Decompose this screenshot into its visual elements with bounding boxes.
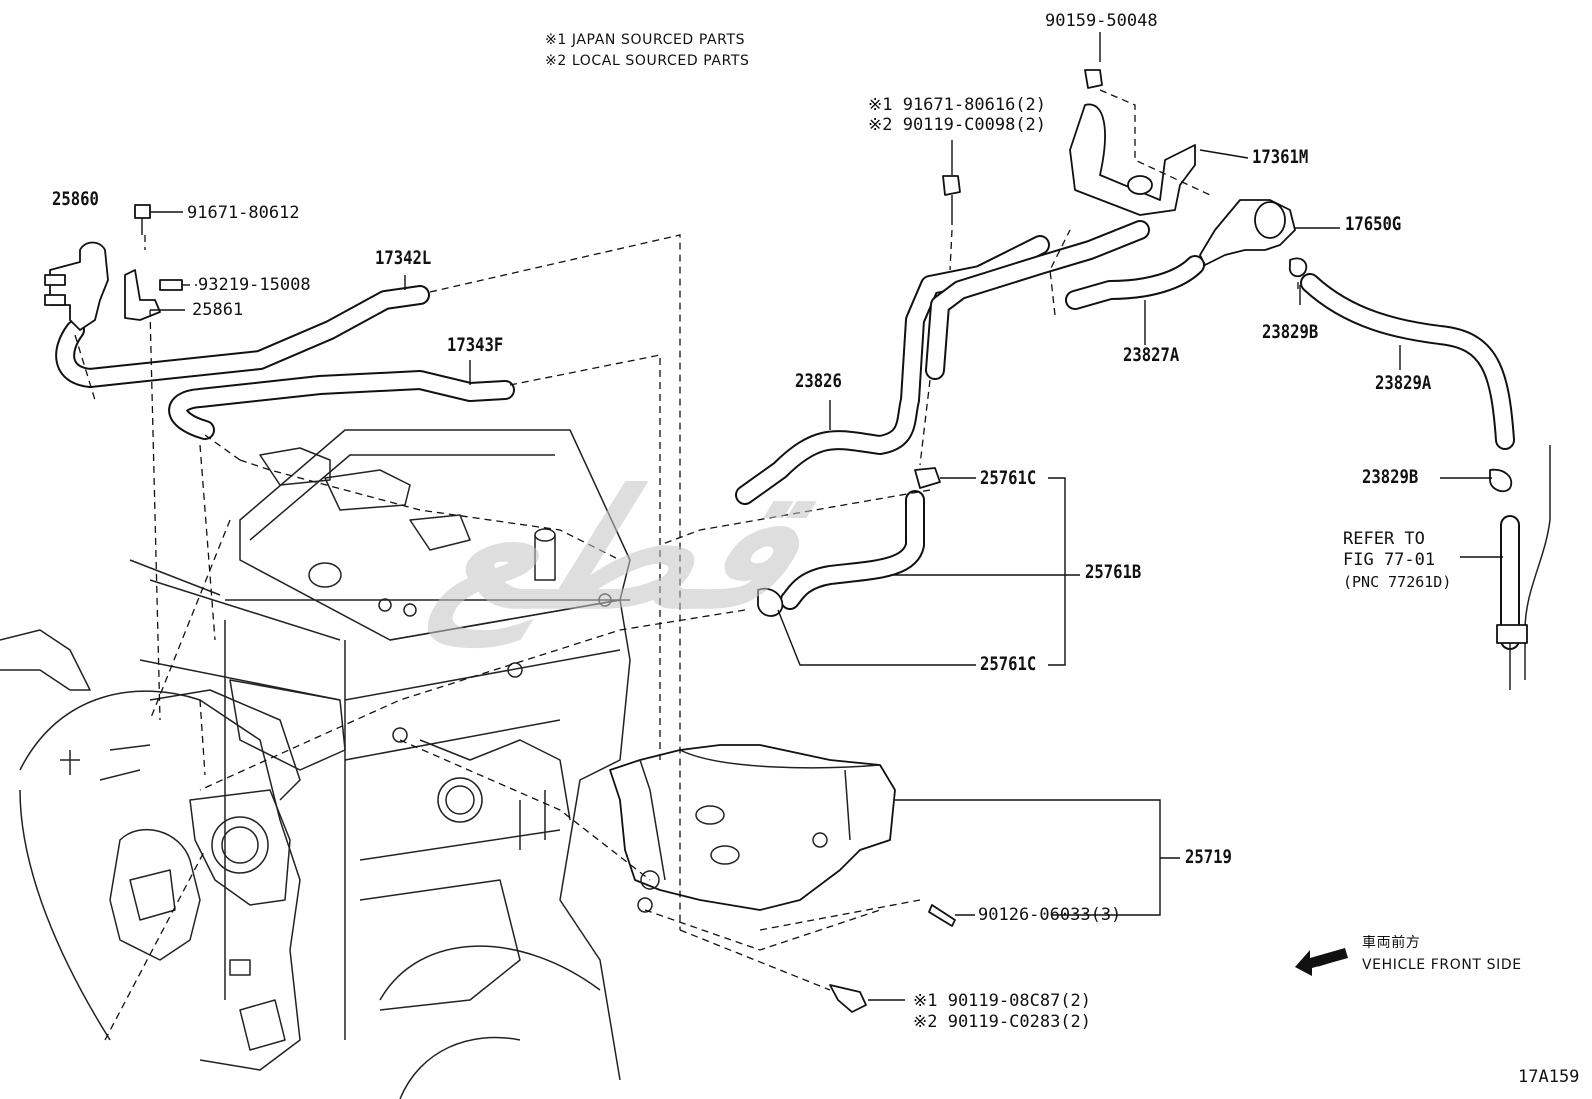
leader-lines xyxy=(150,32,1503,1001)
figure-id: 17A159 xyxy=(1518,1067,1580,1087)
label-17342L: 17342L xyxy=(375,247,432,269)
label-91671-80616: ※1 91671-80616(2) xyxy=(868,95,1047,115)
label-90119-C0098: ※2 90119-C0098(2) xyxy=(868,115,1047,135)
watermark: قطع xyxy=(414,456,824,645)
label-25719: 25719 xyxy=(1185,846,1232,868)
label-25761C-top: 25761C xyxy=(980,467,1037,489)
refer-line-2: FIG 77-01 xyxy=(1343,550,1436,570)
cover-25719 xyxy=(609,744,896,913)
label-90119-C0283: ※2 90119-C0283(2) xyxy=(913,1012,1092,1032)
direction-en: VEHICLE FRONT SIDE xyxy=(1362,957,1522,973)
label-17650G: 17650G xyxy=(1345,213,1402,235)
note-japan-sourced: ※1 JAPAN SOURCED PARTS xyxy=(545,32,746,48)
label-90126-06033: 90126-06033(3) xyxy=(978,905,1122,925)
refer-line-3: (PNC 77261D) xyxy=(1343,573,1452,591)
note-local-sourced: ※2 LOCAL SOURCED PARTS xyxy=(545,53,750,69)
label-25861: 25861 xyxy=(192,300,244,320)
front-arrow-icon xyxy=(1295,948,1348,976)
engine-block xyxy=(0,429,631,1099)
hoses xyxy=(55,220,1551,690)
label-90159-50048: 90159-50048 xyxy=(1045,11,1158,31)
label-23829B-top: 23829B xyxy=(1262,321,1319,343)
dashed-lines xyxy=(74,89,1299,1041)
label-25761C-bottom: 25761C xyxy=(980,653,1037,675)
label-23829B-mid: 23829B xyxy=(1362,466,1419,488)
direction-jp: 車両前方 xyxy=(1362,935,1421,951)
label-93219-15008: 93219-15008 xyxy=(198,275,311,295)
label-17343F: 17343F xyxy=(447,334,504,356)
refer-line-1: REFER TO xyxy=(1343,529,1425,549)
small-parts xyxy=(44,69,1513,1013)
label-90119-08C87: ※1 90119-08C87(2) xyxy=(913,991,1092,1011)
label-17361M: 17361M xyxy=(1252,146,1309,168)
label-25860: 25860 xyxy=(52,188,99,210)
label-23826: 23826 xyxy=(795,370,842,392)
label-91671-80612: 91671-80612 xyxy=(187,203,300,223)
label-23829A: 23829A xyxy=(1375,372,1432,394)
label-23827A: 23827A xyxy=(1123,344,1180,366)
label-25761B: 25761B xyxy=(1085,561,1142,583)
